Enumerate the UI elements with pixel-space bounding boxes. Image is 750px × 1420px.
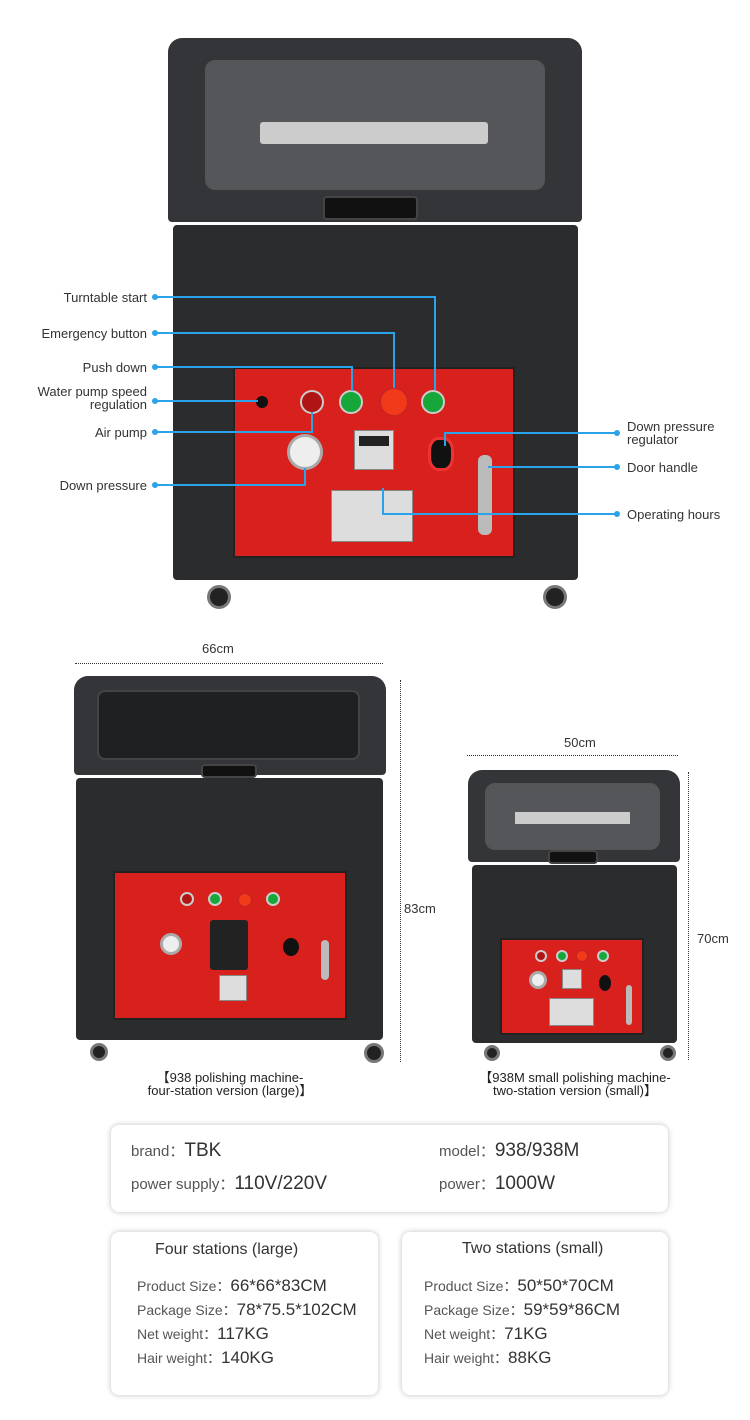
callout-push-down: Push down	[82, 360, 147, 375]
small-width-label: 50cm	[564, 735, 596, 750]
variant-card-large: Four stations (large) Product Size：66*66…	[111, 1232, 378, 1395]
large-height-label: 83cm	[404, 901, 436, 916]
model-value: 938/938M	[494, 1140, 580, 1161]
turntable-start-button	[421, 390, 445, 414]
emergency-button	[379, 387, 409, 417]
spec-card: brand：TBK model：938/938M power supply：11…	[111, 1125, 668, 1212]
pressure-regulator-knob	[428, 437, 454, 471]
water-pump-knob	[256, 396, 268, 408]
timer-display	[354, 430, 394, 470]
callout-down-pressure: Down pressure	[59, 478, 147, 493]
air-pump-button	[300, 390, 324, 414]
callout-air-pump: Air pump	[94, 425, 147, 440]
small-height-label: 70cm	[697, 931, 729, 946]
push-down-button	[339, 390, 363, 414]
variant-card-small: Two stations (small) Product Size：50*50*…	[402, 1232, 668, 1395]
callout-operating-hours: Operating hours	[627, 507, 721, 522]
caption-small: 【938M small polishing machine-two-statio…	[479, 1070, 671, 1098]
door-handle	[478, 455, 492, 535]
callout-turntable-start: Turntable start	[63, 290, 147, 305]
power-value: 1000W	[494, 1173, 556, 1194]
caption-large: 【938 polishing machine-four-station vers…	[147, 1070, 313, 1098]
callout-emergency-button: Emergency button	[41, 326, 147, 341]
control-plate	[331, 490, 413, 542]
brand-value: TBK	[184, 1140, 222, 1161]
large-width-label: 66cm	[202, 641, 234, 656]
supply-value: 110V/220V	[234, 1173, 328, 1194]
callout-door-handle: Door handle	[627, 460, 698, 475]
pressure-gauge	[287, 434, 323, 470]
